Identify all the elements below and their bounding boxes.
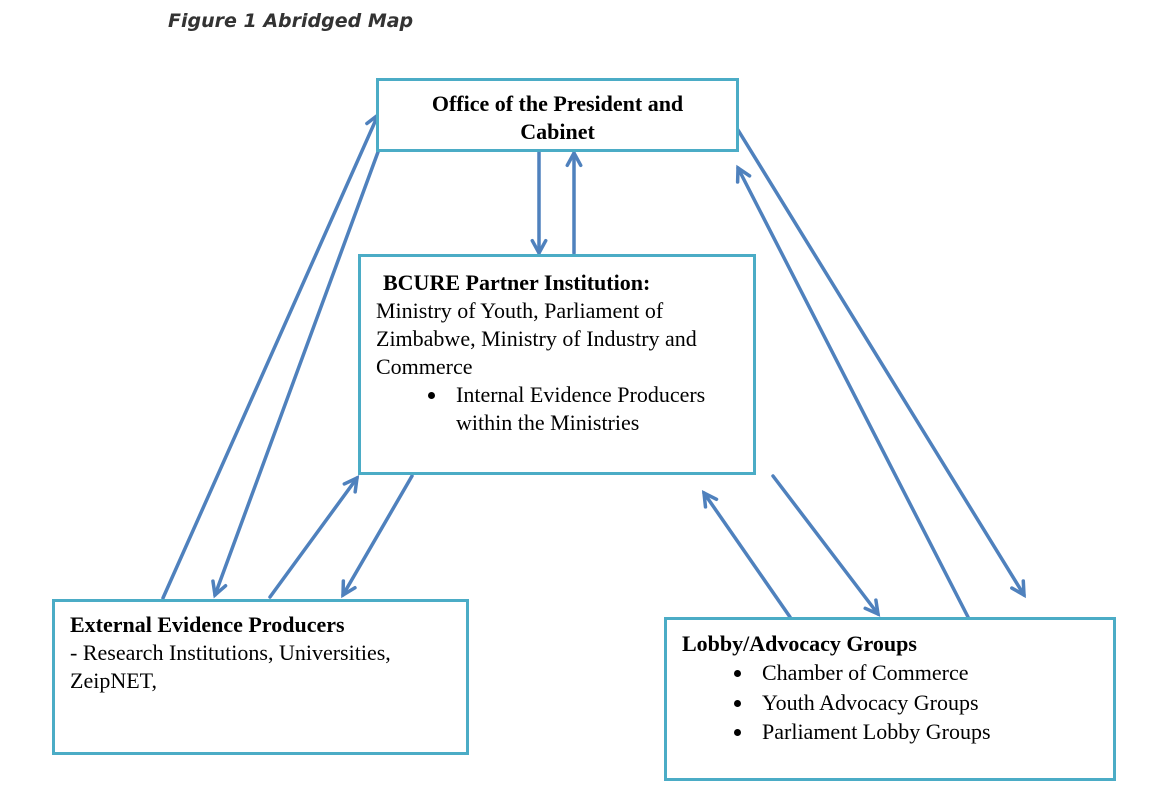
arrowhead-icon (701, 490, 719, 509)
arrowhead-icon (342, 475, 360, 494)
lobby-to-bcure-arrow (701, 490, 792, 619)
president-to-bcure-arrow (530, 148, 548, 257)
arrowhead-icon (1010, 579, 1026, 599)
bcure-text: Ministry of Youth, Parliament of Zimbabw… (376, 298, 697, 379)
arrowhead-icon (565, 149, 583, 168)
bcure-title: BCURE Partner Institution: (383, 270, 651, 295)
arrowhead-icon (863, 598, 881, 617)
external-to-bcure-arrow (268, 475, 360, 599)
bcure-to-lobby-arrow (771, 474, 881, 617)
lobby-box: Lobby/Advocacy Groups Chamber of Commerc… (664, 617, 1116, 781)
lobby-to-president-arrow (735, 164, 970, 619)
external-title: External Evidence Producers (70, 612, 345, 637)
external-box: External Evidence Producers - Research I… (52, 599, 469, 755)
arrowhead-icon (211, 579, 228, 599)
bcure-bullet: Internal Evidence Producers within the M… (448, 381, 708, 437)
external-to-president-arrow (161, 111, 381, 600)
president-title: Office of the President and Cabinet (431, 91, 684, 144)
external-text: - Research Institutions, Universities, Z… (70, 640, 391, 693)
bcure-to-president-arrow (565, 149, 583, 255)
lobby-bullet: Parliament Lobby Groups (754, 717, 1113, 747)
lobby-bullet: Youth Advocacy Groups (754, 688, 1113, 718)
arrowhead-icon (735, 164, 752, 184)
lobby-bullet: Chamber of Commerce (754, 658, 1113, 688)
bcure-to-external-arrow (341, 474, 414, 599)
figure-title: Figure 1 Abridged Map (168, 10, 414, 32)
president-to-lobby-arrow (736, 128, 1026, 599)
arrowhead-icon (530, 238, 548, 257)
lobby-title: Lobby/Advocacy Groups (682, 631, 917, 656)
bcure-box: BCURE Partner Institution: Ministry of Y… (358, 254, 756, 475)
arrowhead-icon (341, 579, 357, 599)
president-box: Office of the President and Cabinet (376, 78, 739, 152)
president-to-external-arrow (211, 150, 380, 599)
